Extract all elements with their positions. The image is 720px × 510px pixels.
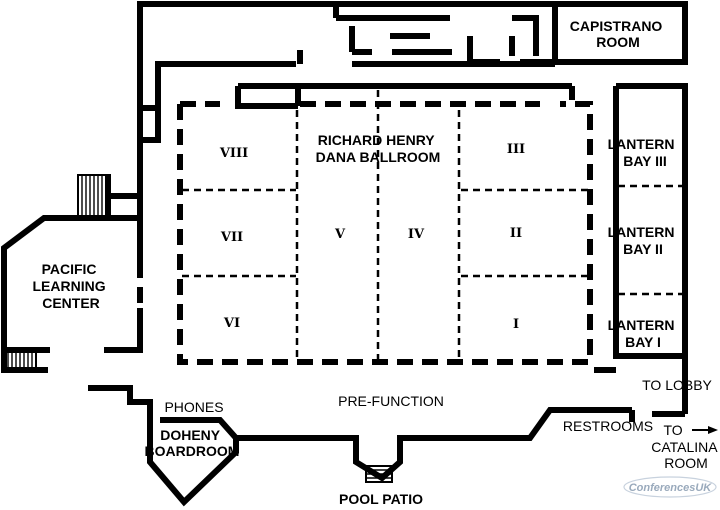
pool-patio-label: POOL PATIO bbox=[339, 491, 423, 507]
to-catalina-room-label: TO CATALINA ROOM bbox=[651, 422, 720, 471]
lantern-bay-1-label: LANTERN BAY I bbox=[608, 317, 679, 350]
svg-text:ConferencesUK: ConferencesUK bbox=[629, 482, 713, 494]
ballroom-partitions bbox=[137, 90, 683, 365]
section-iii-label: III bbox=[507, 142, 525, 157]
section-i-label: I bbox=[513, 317, 519, 332]
section-vii-label: VII bbox=[220, 230, 243, 245]
lantern-bay-3-label: LANTERN BAY III bbox=[608, 136, 679, 169]
section-ii-label: II bbox=[510, 226, 522, 241]
conferencesuk-watermark: ConferencesUK bbox=[623, 476, 717, 498]
to-lobby-label: TO LOBBY bbox=[642, 377, 712, 393]
section-viii-label: VIII bbox=[219, 146, 248, 161]
arrow-right-icon bbox=[692, 426, 718, 434]
phones-label: PHONES bbox=[164, 399, 223, 415]
dana-ballroom-label: RICHARD HENRY DANA BALLROOM bbox=[316, 132, 441, 165]
lantern-bay-2-label: LANTERN BAY II bbox=[608, 224, 679, 257]
pacific-learning-center-label: PACIFIC LEARNING CENTER bbox=[32, 261, 109, 311]
section-v-label: V bbox=[334, 227, 346, 242]
outer-walls bbox=[1, 1, 688, 507]
stairs-upper-left bbox=[77, 174, 109, 221]
stairs-pool-patio bbox=[365, 465, 393, 483]
restrooms-label: RESTROOMS bbox=[563, 418, 653, 434]
section-vi-label: VI bbox=[223, 316, 240, 331]
capistrano-room-label: CAPISTRANO ROOM bbox=[570, 18, 666, 50]
prefunction-label: PRE-FUNCTION bbox=[338, 393, 444, 409]
section-iv-label: IV bbox=[408, 227, 425, 242]
doheny-boardroom-label: DOHENY BOARDROOM bbox=[145, 427, 240, 459]
stairs-lower-left bbox=[3, 351, 37, 371]
